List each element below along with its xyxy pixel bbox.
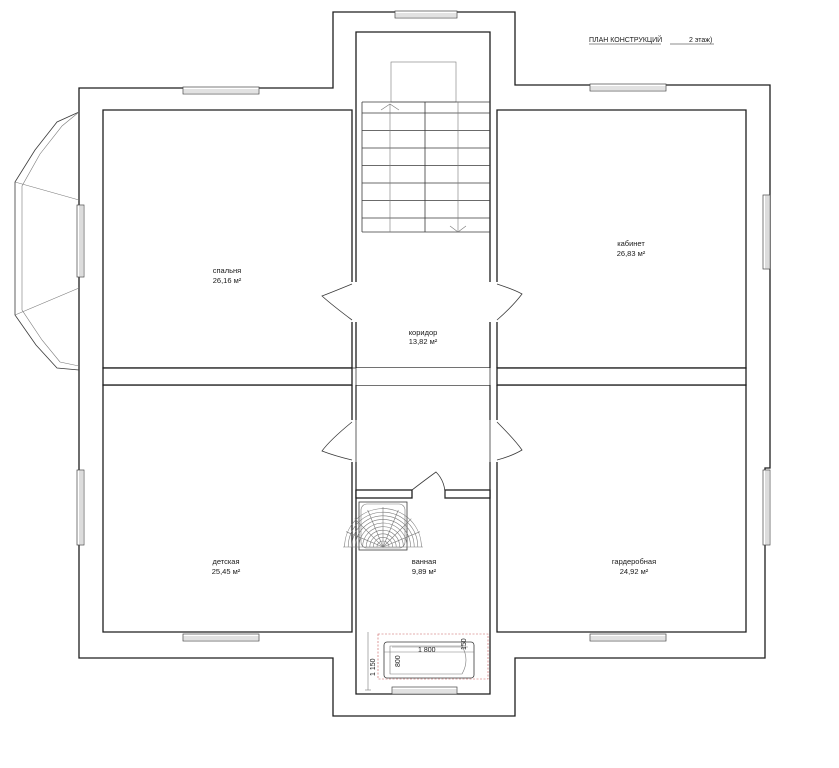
bath-edge-dim: 150: [461, 638, 468, 650]
door-wardrobe: [496, 421, 523, 461]
room-kids-name: детская: [212, 557, 239, 566]
room-bathroom-name: ванная: [412, 557, 437, 566]
room-office-name: кабинет: [617, 239, 645, 248]
room-bathroom-area: 9,89 м²: [412, 567, 437, 576]
wall-offset-dim: 1 150: [370, 658, 377, 676]
wall-band: [78, 11, 771, 717]
bathtub: [377, 633, 489, 680]
room-bedroom-area: 26,16 м²: [213, 276, 242, 285]
door-bathroom: [411, 471, 446, 499]
staircase: [361, 61, 490, 233]
bath-width-dim: 800: [395, 655, 402, 667]
door-office: [496, 283, 523, 321]
room-bedroom-name: спальня: [213, 266, 241, 275]
bay-window: [14, 111, 80, 371]
door-bedroom: [321, 283, 353, 321]
windows: [76, 10, 771, 695]
plan-floor: 2 этаж): [689, 37, 712, 44]
room-wardrobe-area: 24,92 м²: [620, 567, 649, 576]
door-kids: [321, 421, 353, 461]
plan-title: ПЛАН КОНСТРУКЦИЙ: [589, 35, 662, 44]
room-office-area: 26,83 м²: [617, 249, 646, 258]
room-wardrobe-name: гардеробная: [612, 557, 656, 566]
room-kids-area: 25,45 м²: [212, 567, 241, 576]
bath-length-dim: 1 800: [418, 647, 436, 654]
shower: [343, 501, 423, 551]
room-corridor-area: 13,82 м²: [409, 337, 438, 346]
room-corridor-name: коридор: [409, 328, 438, 337]
